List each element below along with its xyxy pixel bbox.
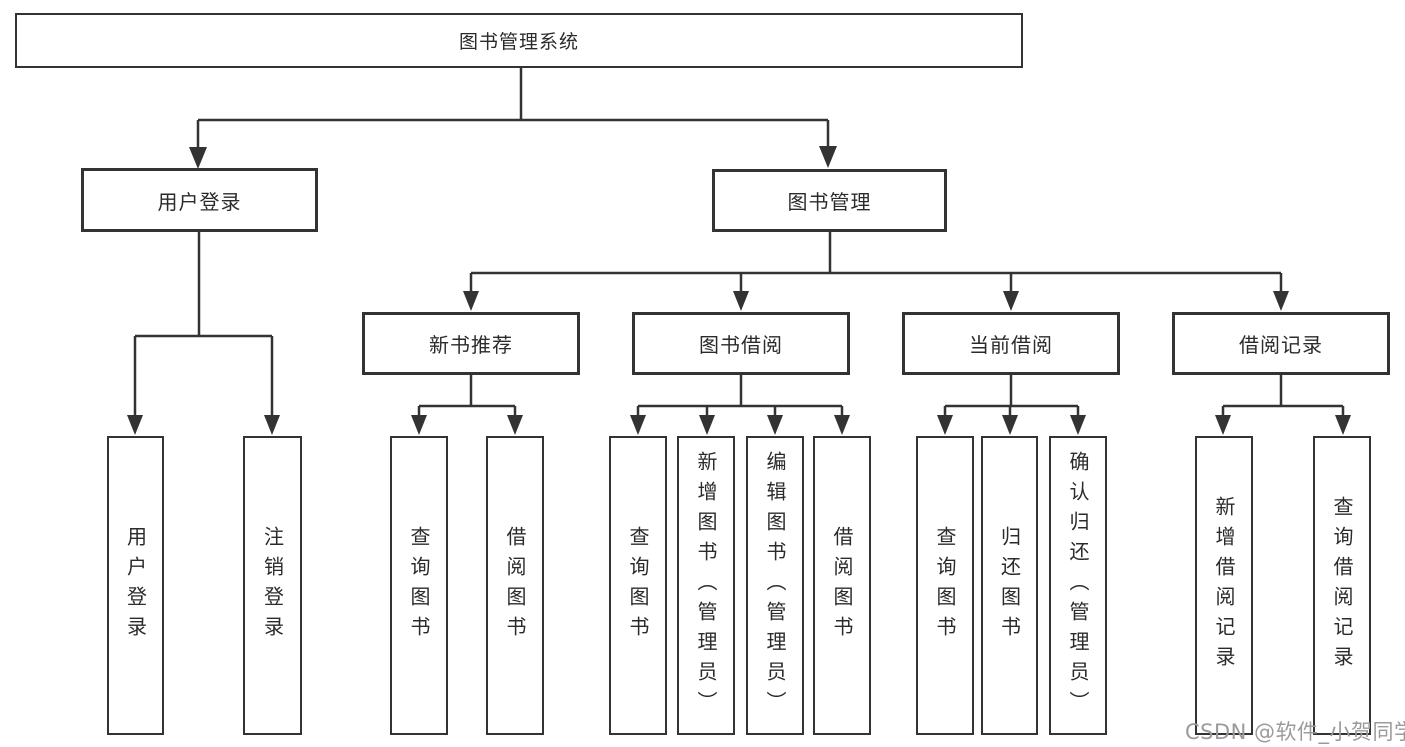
leaf-node-query-book: 查询图书: [916, 436, 974, 735]
leaf-node-borrow-book: 借阅图书: [813, 436, 871, 735]
leaf-node-label: 新增借阅记录: [1212, 495, 1236, 676]
branch-node-book-management: 图书管理: [712, 169, 947, 232]
leaf-node-label: 查询图书: [626, 525, 650, 646]
leaf-node-query-borrow-record: 查询借阅记录: [1313, 436, 1371, 735]
leaf-node-borrow-book: 借阅图书: [486, 436, 544, 735]
leaf-node-user-login: 用户登录: [107, 436, 164, 735]
leaf-node-label: 归还图书: [997, 525, 1022, 646]
group-node-book-borrow: 图书借阅: [632, 312, 850, 375]
branch-node-label: 图书管理: [787, 190, 872, 214]
group-node-label: 新书推荐: [429, 333, 513, 357]
leaf-node-label: 编辑图书（管理员）: [763, 450, 787, 721]
leaf-node-return-book: 归还图书: [981, 436, 1038, 735]
leaf-node-confirm-return-admin: 确认归还（管理员）: [1049, 436, 1107, 735]
leaf-node-edit-book-admin: 编辑图书（管理员）: [746, 436, 804, 735]
leaf-node-label: 用户登录: [123, 525, 148, 646]
arrowheads: [127, 146, 1351, 435]
root-node-label: 图书管理系统: [458, 31, 579, 53]
group-node-borrow-record: 借阅记录: [1172, 312, 1390, 375]
leaf-node-add-book-admin: 新增图书（管理员）: [677, 436, 735, 735]
leaf-node-label: 新增图书（管理员）: [694, 450, 718, 721]
group-node-new-book-recommend: 新书推荐: [362, 312, 580, 375]
leaf-node-add-borrow-record: 新增借阅记录: [1195, 436, 1253, 735]
leaf-node-query-book: 查询图书: [390, 436, 448, 735]
root-node-system: 图书管理系统: [15, 13, 1023, 68]
leaf-node-label: 查询借阅记录: [1330, 495, 1354, 676]
group-node-label: 当前借阅: [969, 333, 1053, 357]
leaf-node-logout: 注销登录: [243, 436, 302, 735]
group-node-current-borrow: 当前借阅: [902, 312, 1120, 375]
group-node-label: 借阅记录: [1239, 333, 1323, 357]
group-node-label: 图书借阅: [699, 333, 783, 357]
leaf-node-label: 查询图书: [933, 525, 957, 646]
leaf-node-label: 查询图书: [407, 525, 431, 646]
leaf-node-label: 借阅图书: [830, 525, 854, 646]
leaf-node-query-book: 查询图书: [609, 436, 667, 735]
leaf-node-label: 注销登录: [260, 525, 285, 646]
branch-node-user-login: 用户登录: [81, 168, 318, 232]
csdn-watermark: CSDN @软件_小贺同学: [1185, 720, 1405, 744]
leaf-node-label: 借阅图书: [503, 525, 527, 646]
branch-node-label: 用户登录: [157, 189, 242, 214]
leaf-node-label: 确认归还（管理员）: [1066, 450, 1090, 721]
